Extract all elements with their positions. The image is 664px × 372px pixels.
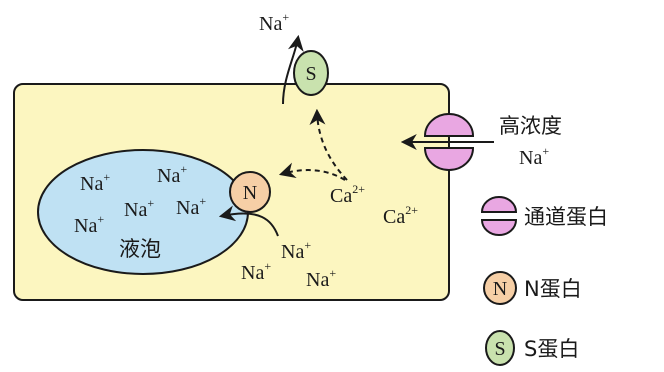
n-protein-icon: N	[483, 271, 517, 305]
legend-item-s-protein: S S蛋白	[485, 330, 579, 366]
legend-n-letter: N	[493, 278, 507, 300]
n-protein-letter: N	[243, 182, 257, 204]
na-ion-outside-top: Na+	[259, 10, 289, 35]
na-ion-vacuole-4: Na+	[176, 194, 206, 219]
high-concentration-label: 高浓度	[499, 114, 562, 138]
na-ion-vacuole-5: Na+	[74, 212, 104, 237]
n-protein: N	[229, 171, 271, 213]
s-protein-icon: S	[485, 330, 515, 366]
ca-to-s-dashed-arrow	[309, 108, 348, 181]
legend: 通道蛋白 N N蛋白 S S蛋白	[480, 196, 608, 366]
ca-ion-lower: Ca2+	[383, 203, 418, 228]
ca-ion-upper: Ca2+	[330, 182, 365, 207]
na-efflux-arrow	[282, 34, 304, 105]
channel-protein	[423, 113, 475, 171]
na-ion-vacuole-1: Na+	[80, 170, 110, 195]
legend-label-channel-protein: 通道蛋白	[524, 205, 608, 229]
channel-protein-upper	[423, 113, 475, 137]
na-ion-cytoplasm-1: Na+	[281, 238, 311, 263]
s-protein: S	[293, 50, 329, 96]
channel-protein-icon	[480, 196, 518, 236]
legend-label-n-protein: N蛋白	[524, 277, 582, 301]
legend-label-s-protein: S蛋白	[524, 337, 579, 361]
na-into-vacuole-arrow	[218, 205, 279, 237]
na-ion-cytoplasm-3: Na+	[306, 266, 336, 291]
s-protein-letter: S	[305, 63, 316, 85]
channel-protein-lower	[423, 147, 475, 171]
na-ion-cytoplasm-2: Na+	[241, 259, 271, 284]
na-ion-vacuole-3: Na+	[124, 196, 154, 221]
legend-item-n-protein: N N蛋白	[483, 271, 582, 305]
na-ion-vacuole-2: Na+	[157, 162, 187, 187]
vacuole-label: 液泡	[119, 237, 161, 261]
legend-item-channel-protein: 通道蛋白	[480, 196, 608, 236]
na-ion-high-concentration: Na+	[519, 144, 549, 169]
legend-s-letter: S	[494, 338, 505, 360]
